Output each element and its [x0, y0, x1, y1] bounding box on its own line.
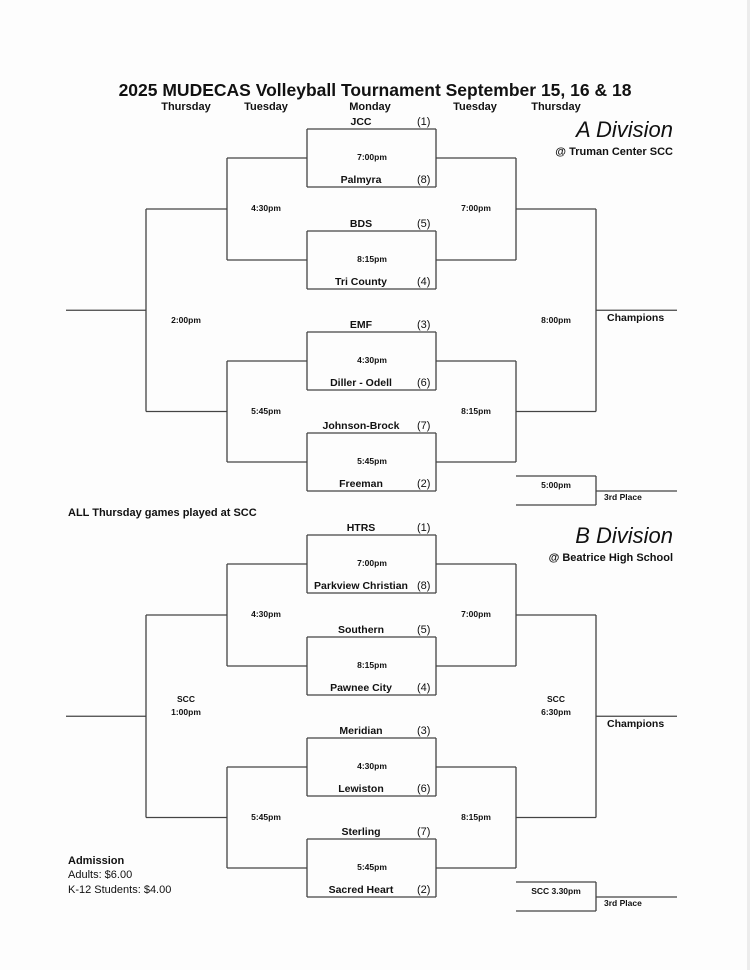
team-seed-bottom: (4): [417, 276, 431, 288]
team-name-top: Sterling: [341, 826, 381, 838]
day-label-tuesday-right: Tuesday: [453, 101, 497, 113]
left-semi-time: 5:45pm: [251, 405, 281, 416]
team-seed-top: (3): [417, 725, 431, 737]
division-venue: @ Beatrice High School: [548, 552, 673, 564]
division-title: A Division: [576, 117, 673, 142]
team-name-top: Meridian: [339, 725, 383, 737]
team-name-bottom: Tri County: [335, 276, 387, 288]
match-time: 7:00pm: [357, 152, 387, 162]
team-seed-top: (7): [417, 826, 431, 838]
page-title: 2025 MUDECAS Volleyball Tournament Septe…: [118, 80, 632, 100]
third-place-label: 3rd Place: [604, 492, 642, 502]
team-seed-top: (5): [417, 218, 431, 230]
division-title: B Division: [575, 523, 673, 548]
team-seed-bottom: (8): [417, 174, 431, 186]
admission-heading: Admission: [68, 855, 125, 867]
team-seed-bottom: (6): [417, 377, 431, 389]
team-seed-bottom: (4): [417, 682, 431, 694]
right-semi-time: 7:00pm: [461, 609, 491, 619]
team-name-top: Southern: [337, 624, 385, 636]
page-edge: [747, 0, 750, 970]
team-seed-bottom: (8): [417, 580, 431, 592]
team-seed-bottom: (6): [417, 783, 431, 795]
champions-label: Champions: [607, 312, 665, 325]
team-name-bottom: Palmyra: [340, 174, 382, 186]
match-time: 4:30pm: [357, 355, 387, 365]
team-name-top: JCC: [350, 116, 372, 128]
team-seed-top: (1): [417, 522, 431, 534]
thursday-note: ALL Thursday games played at SCC: [68, 507, 257, 519]
left-final-time: 2:00pm: [171, 315, 201, 326]
admission-students: K-12 Students: $4.00: [68, 884, 172, 896]
match-time: 8:15pm: [357, 660, 387, 670]
day-label-thursday-right: Thursday: [531, 101, 581, 113]
right-semi-time: 8:15pm: [461, 811, 491, 822]
team-name-bottom: Pawnee City: [330, 682, 392, 694]
right-final-time: 6:30pm: [541, 707, 571, 718]
left-semi-time: 4:30pm: [251, 609, 281, 619]
team-name-top: Johnson-Brock: [322, 420, 400, 432]
team-name-bottom: Sacred Heart: [328, 884, 394, 896]
right-final-venue: SCC: [547, 694, 565, 705]
day-label-monday: Monday: [349, 101, 391, 113]
team-seed-bottom: (2): [417, 478, 431, 490]
team-seed-top: (5): [417, 624, 431, 636]
match-time: 5:45pm: [357, 456, 387, 466]
left-final-time: 1:00pm: [171, 707, 201, 718]
team-name-top: HTRS: [346, 522, 376, 534]
left-semi-time: 5:45pm: [251, 811, 281, 822]
division-venue: @ Truman Center SCC: [555, 146, 673, 158]
team-seed-bottom: (2): [417, 884, 431, 896]
team-name-top: BDS: [349, 218, 373, 230]
right-final-time: 8:00pm: [541, 315, 571, 326]
team-seed-top: (7): [417, 420, 431, 432]
team-name-bottom: Freeman: [339, 478, 383, 490]
team-name-top: EMF: [349, 319, 373, 331]
team-name-bottom: Diller - Odell: [330, 377, 392, 389]
admission-adults: Adults: $6.00: [68, 869, 133, 881]
team-seed-top: (1): [417, 116, 431, 128]
left-semi-time: 4:30pm: [251, 203, 281, 213]
third-place-time: SCC 3.30pm: [531, 886, 581, 896]
team-seed-top: (3): [417, 319, 431, 331]
right-semi-time: 8:15pm: [461, 405, 491, 416]
day-label-thursday-left: Thursday: [161, 101, 211, 113]
team-name-bottom: Lewiston: [338, 783, 384, 795]
left-final-venue: SCC: [177, 694, 195, 705]
match-time: 4:30pm: [357, 761, 387, 771]
day-label-tuesday-left: Tuesday: [244, 101, 288, 113]
champions-label: Champions: [607, 718, 665, 731]
right-semi-time: 7:00pm: [461, 203, 491, 213]
team-name-bottom: Parkview Christian: [314, 580, 408, 592]
match-time: 7:00pm: [357, 558, 387, 568]
match-time: 5:45pm: [357, 862, 387, 872]
third-place-label: 3rd Place: [604, 898, 642, 908]
third-place-time: 5:00pm: [541, 480, 571, 490]
match-time: 8:15pm: [357, 254, 387, 264]
